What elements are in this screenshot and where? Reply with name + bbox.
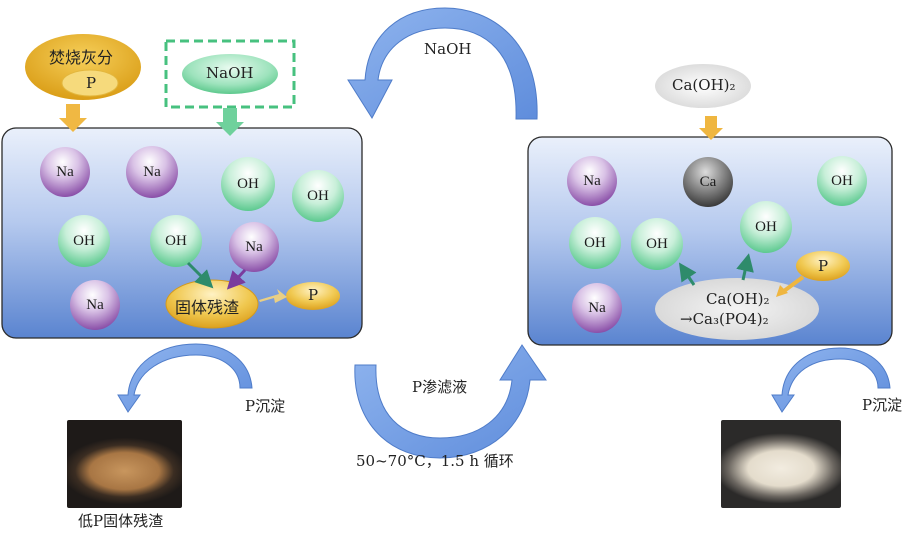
na-ion: [567, 156, 617, 206]
na-ion-label: Na: [583, 172, 601, 189]
na-ion: [40, 147, 90, 197]
ash-p-label: P: [86, 74, 97, 92]
oh-ion-label: OH: [73, 232, 95, 249]
ash-down-arrow: [59, 104, 87, 132]
right-precip-label: P沉淀: [862, 396, 903, 414]
ca-ion-label: Ca: [699, 173, 717, 190]
oh-ion-label: OH: [831, 172, 853, 189]
na-ion: [70, 280, 120, 330]
reaction-line1: Ca(OH)₂: [706, 290, 770, 308]
reaction-to-oh-arrow-2: [736, 253, 754, 281]
na-ion-label: Na: [245, 238, 263, 255]
na-ion-label: Na: [86, 296, 104, 313]
na-ion: [126, 146, 178, 198]
oh-ion: [221, 157, 275, 211]
oh-ion: [740, 201, 792, 253]
reaction-to-oh-arrow: [679, 262, 697, 286]
oh-ion-label: OH: [646, 235, 668, 252]
reaction-line2: →Ca₃(PO4)₂: [680, 310, 769, 328]
left-precip-label: P沉淀: [245, 397, 286, 415]
caoh-label: Ca(OH)₂: [672, 76, 736, 94]
oh-ion-label: OH: [584, 234, 606, 251]
left-precip-arc: [117, 343, 253, 413]
ca-ion: [683, 157, 733, 207]
na-ion: [572, 283, 622, 333]
right-precip-arc: [771, 347, 891, 413]
oh-ion-label: OH: [165, 232, 187, 249]
bottom-cycle-arc: [354, 344, 547, 459]
oh-ion: [292, 170, 344, 222]
right-p-label: P: [818, 257, 829, 275]
oh-ion: [569, 217, 621, 269]
ash-label: 焚烧灰分: [49, 48, 114, 67]
oh-ion: [631, 218, 683, 270]
cycle-bottom-label: P渗滤液: [412, 378, 468, 396]
left-photo-caption: 低P固体残渣: [78, 512, 164, 530]
oh-ion: [58, 215, 110, 267]
oh-ion-label: OH: [755, 218, 777, 235]
oh-ion: [150, 215, 202, 267]
residue-p-label: P: [308, 286, 319, 304]
ash-p-ellipse: [61, 69, 119, 97]
oh-to-residue-arrow: [186, 261, 214, 289]
na-to-residue-arrow: [226, 268, 247, 290]
precipitate-photo: [721, 420, 841, 508]
na-ion-label: Na: [588, 299, 606, 316]
naoh-ellipse: [182, 54, 278, 94]
oh-ion-label: OH: [237, 175, 259, 192]
na-ion-label: Na: [56, 163, 74, 180]
na-ion: [229, 222, 279, 272]
oh-ion: [817, 156, 867, 206]
low-p-residue-photo: [67, 420, 182, 508]
naoh-input-label: NaOH: [206, 64, 254, 82]
residue-to-p-arrow: [259, 289, 287, 303]
residue-label: 固体残渣: [175, 298, 240, 317]
caoh-down-arrow: [699, 116, 723, 140]
p-arrowhead: [776, 285, 788, 297]
p-to-reaction-arrow: [782, 275, 805, 293]
caoh-ellipse: [655, 64, 751, 108]
na-ion-label: Na: [143, 163, 161, 180]
p-ellipse: [796, 251, 850, 281]
top-cycle-arc: [347, 7, 538, 120]
residue-p-ellipse: [286, 282, 340, 310]
reaction-ellipse: [655, 278, 819, 340]
cycle-top-label: NaOH: [424, 40, 472, 58]
naoh-down-arrow: [216, 108, 244, 136]
cycle-condition: 50~70°C，1.5 h 循环: [356, 452, 514, 470]
oh-ion-label: OH: [307, 187, 329, 204]
